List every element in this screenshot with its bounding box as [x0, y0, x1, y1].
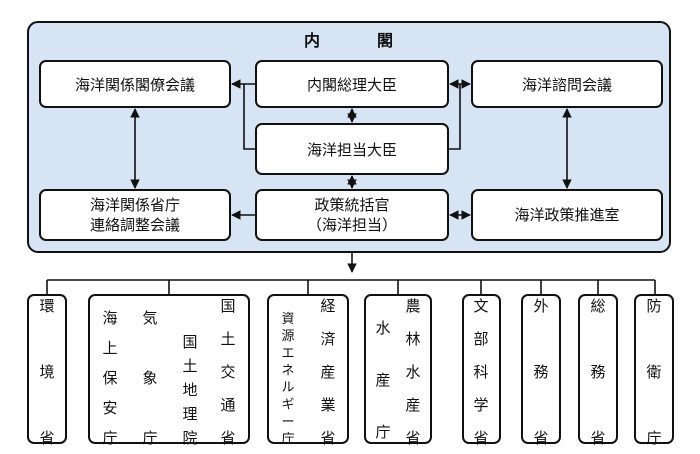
ministry-column: 国土地理院: [182, 333, 197, 447]
ministry-box-mofa: [521, 294, 561, 444]
policy-officer-label-2: （海洋担当）: [307, 216, 397, 234]
ministry-column: 総務省: [590, 297, 605, 447]
ministry-box-mext: [462, 294, 501, 444]
ministry-box-env: [27, 294, 67, 444]
ministry-column: 気象庁: [142, 309, 157, 447]
ministerial-council-label: 海洋関係閣僚会議: [75, 76, 195, 94]
liaison-council-label-1: 海洋関係省庁: [90, 196, 180, 214]
advisory-council-box: [471, 60, 663, 108]
ministry-column: 水産庁: [375, 319, 390, 441]
ministry-column: 国土交通省: [220, 297, 235, 447]
liaison-council-box: [39, 189, 231, 241]
ministry-row: 環境省 海上保安庁 気象庁 国土地理院 国土交通省 資源エネルギー庁 経済産業省…: [27, 280, 674, 447]
ministry-column: 経済産業省: [320, 297, 335, 447]
cabinet-title-left: 内: [304, 31, 320, 50]
ministerial-council-box: [39, 60, 231, 108]
ministry-box-mlit: [88, 294, 250, 444]
ministry-column: 外務省: [533, 297, 548, 447]
policy-office-label: 海洋政策推進室: [514, 206, 619, 224]
policy-officer-label-1: 政策統括官: [314, 196, 389, 214]
ministry-box-mic: [578, 294, 618, 444]
advisory-council-label: 海洋諮問会議: [522, 76, 612, 94]
ministry-column: 環境省: [39, 297, 54, 447]
ministry-column: 文部科学省: [473, 297, 488, 447]
policy-office-box: [471, 189, 663, 241]
liaison-council-label-2: 連絡調整会議: [90, 216, 180, 234]
prime-minister-label: 内閣総理大臣: [307, 76, 397, 94]
ministry-column: 海上保安庁: [102, 309, 117, 447]
cabinet-title-right: 閣: [377, 31, 393, 50]
connector-left-bracket: [243, 84, 256, 150]
ministry-box-meti: [267, 294, 349, 444]
ministry-box-maff: [364, 294, 432, 444]
ministry-column: 資源エネルギー庁: [281, 312, 294, 447]
ministry-column: 農林水産省: [405, 297, 420, 447]
ocean-minister-label: 海洋担当大臣: [307, 141, 397, 159]
ministry-box-mod: [634, 294, 674, 444]
ministry-column: 防衛庁: [646, 297, 661, 447]
connector-right-bracket: [448, 84, 461, 150]
